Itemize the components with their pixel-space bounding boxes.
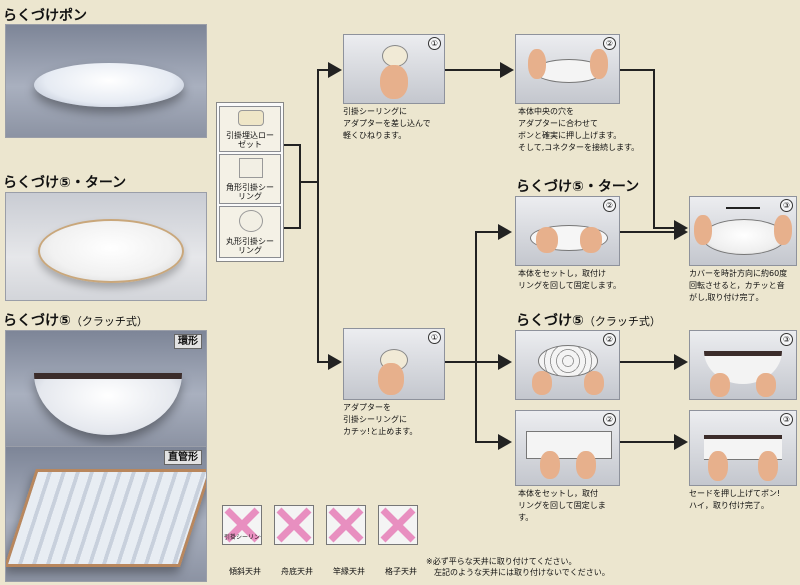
hand-right <box>756 373 776 397</box>
ceiling-label-funazoko: 舟底天井 <box>281 567 313 576</box>
step-image-clutch-ring-3: ③ <box>689 330 797 400</box>
round-ceiling-icon <box>239 210 263 232</box>
hand-left <box>532 371 552 395</box>
step-caption-clutch-straight-3: セードを押し上げてポン!ハイ，取り付け完了。 <box>689 489 781 510</box>
installation-note: ※必ず平らな天井に取り付けてください。 左記のような天井には取り付けないでくださ… <box>426 557 610 577</box>
step-image-pon-2: ② <box>515 34 620 104</box>
step-image-clutch-straight-2: ② <box>515 410 620 486</box>
product-photo-clutch-ring: 環形 <box>5 330 207 447</box>
rosette-icon <box>238 110 264 126</box>
arrow-to-clutch-1 <box>317 182 342 370</box>
ceiling-light-turn <box>38 219 184 283</box>
ceiling-inner-label: 引掛シーリング <box>224 534 262 541</box>
hand <box>380 65 408 99</box>
step-image-turn-3: ③ <box>689 196 797 266</box>
step-caption-pon-1: 引掛シーリングにアダプターを差し込んで軽くひねります。 <box>343 107 431 140</box>
product-title-turn: らくづけ⑤・ターン <box>3 175 127 191</box>
ceiling-label-sloped: 傾斜天井 <box>229 567 261 576</box>
step-image-pon-1: ① <box>343 34 445 104</box>
arrow-to-turn-2 <box>475 224 512 362</box>
rotate-arrow <box>726 207 760 209</box>
step-image-clutch-1: ① <box>343 328 445 400</box>
ceiling-label-koshi: 格子天井 <box>385 567 417 576</box>
hand-left <box>708 451 728 481</box>
hand-right <box>584 371 604 395</box>
product-photo-pon <box>5 24 207 138</box>
arrow-to-clutch-straight-2 <box>475 362 512 450</box>
product-title-pon: らくづけポン <box>3 8 87 24</box>
adapter-hikkake-umekomi-rosette: 引掛埋込ローゼット <box>219 106 281 152</box>
step-caption-clutch-straight-2: 本体をセットし，取付リングを回して固定します。 <box>518 489 606 522</box>
step-image-clutch-ring-2: ② <box>515 330 620 400</box>
hand-left <box>540 451 560 479</box>
step-caption-clutch-1: アダプターを引掛シーリングにカチッ!と止めます。 <box>343 403 418 436</box>
hand-right <box>576 451 596 479</box>
step-image-turn-2: ② <box>515 196 620 266</box>
adapter-kakugata-ceiling: 角形引掛シーリング <box>219 154 281 204</box>
step-image-clutch-straight-3: ③ <box>689 410 797 486</box>
ceiling-label-saobuchi: 竿縁天井 <box>333 567 365 576</box>
ceiling-type-saobuchi <box>326 505 366 545</box>
hand-left <box>710 373 730 397</box>
adapter-marugata-ceiling: 丸形引掛シーリング <box>219 206 281 258</box>
hand-left <box>694 215 712 245</box>
forbidden-x-icon <box>224 507 260 543</box>
product-title-clutch: らくづけ⑤（クラッチ式） <box>3 313 148 329</box>
hand-right <box>580 227 602 253</box>
ceiling-light-pon <box>34 63 184 107</box>
step-caption-pon-2: 本体中央の穴をアダプターに合わせてボンと確実に押し上げます。そして,コネクターを… <box>518 107 640 152</box>
arrow-pon2-down <box>620 69 688 236</box>
section-title-turn: らくづけ⑤・ターン <box>516 179 640 195</box>
square-ceiling-icon <box>239 158 263 178</box>
step-caption-turn-3: カバーを時計方向に約60度回転させると，カチッと音がし,取り付け完了。 <box>689 269 788 302</box>
section-title-clutch: らくづけ⑤（クラッチ式） <box>516 313 661 329</box>
adapter-plug <box>382 45 408 67</box>
hand <box>378 363 404 395</box>
forbidden-x-icon <box>328 507 364 543</box>
ring-type-tag: 環形 <box>174 334 202 349</box>
ceiling-type-funazoko <box>274 505 314 545</box>
forbidden-x-icon <box>380 507 416 543</box>
hand-right <box>590 49 608 79</box>
arrow-to-pon-1 <box>317 62 342 182</box>
hand-right <box>774 215 792 245</box>
product-photo-clutch-straight: 直管形 <box>5 446 207 582</box>
hand-left <box>528 49 546 79</box>
ceiling-type-koshi <box>378 505 418 545</box>
step-caption-turn-2: 本体をセットし，取付けリングを回して固定します。 <box>518 269 621 290</box>
forbidden-x-icon <box>276 507 312 543</box>
arrow-adapter-merge <box>283 144 318 229</box>
hand-right <box>758 451 778 481</box>
ceiling-light-clutch-ring <box>34 373 182 435</box>
hand-left <box>536 227 558 253</box>
straight-light-base <box>526 431 612 459</box>
straight-type-tag: 直管形 <box>164 450 202 465</box>
product-photo-turn <box>5 192 207 301</box>
ceiling-type-sloped: 引掛シーリング <box>222 505 262 545</box>
ceiling-light-clutch-straight <box>6 469 206 567</box>
